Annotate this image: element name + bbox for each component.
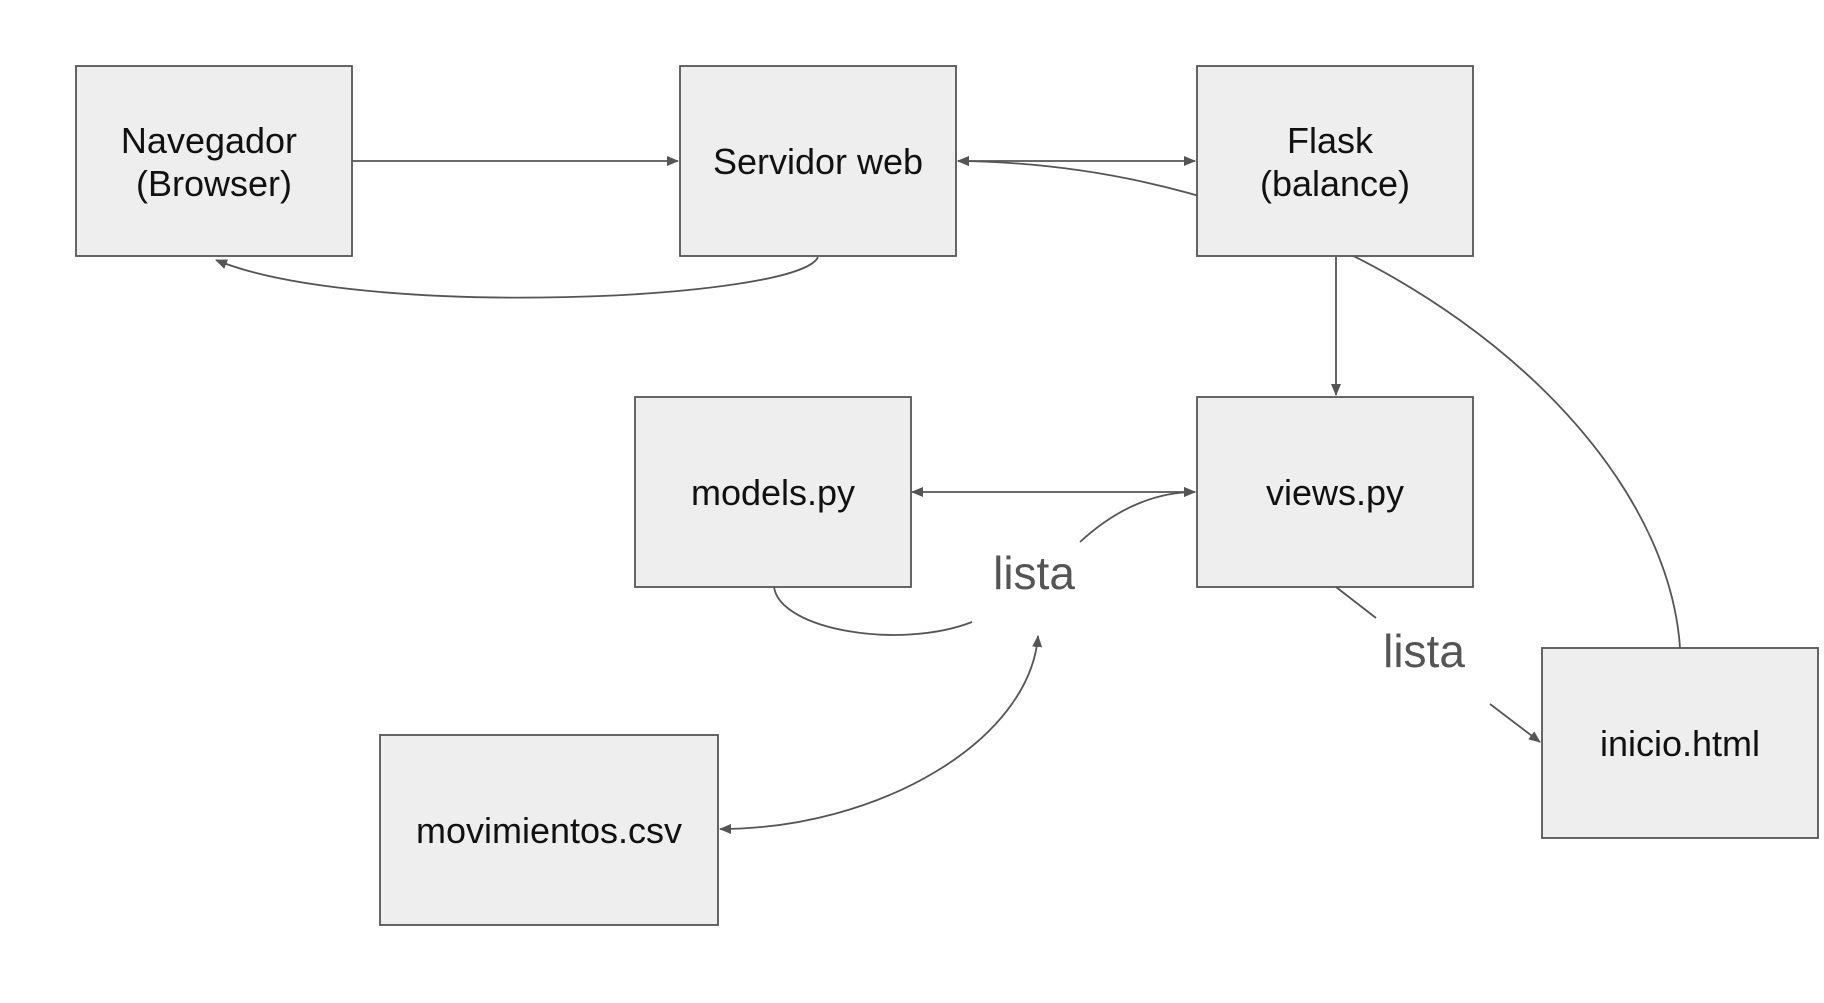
node-inicio-line-1: inicio.html: [1600, 723, 1760, 764]
edge-models-to-views-lista-part1: [773, 586, 973, 636]
edge-views-to-inicio-part2: [1489, 703, 1541, 743]
node-navegador-line-1: Navegador: [121, 120, 297, 161]
node-navegador: Navegador (Browser): [75, 65, 353, 257]
edge-label-lista-views-inicio: lista: [1383, 625, 1465, 677]
svg-text:Servidor web: Servidor web: [713, 141, 923, 182]
node-views-line-1: views.py: [1266, 472, 1404, 513]
node-inicio: inicio.html: [1541, 647, 1819, 839]
edge-views-to-inicio-part1: [1335, 586, 1377, 619]
node-views: views.py: [1196, 396, 1474, 588]
node-servidor-line-1: Servidor web: [713, 141, 923, 182]
svg-text:inicio.html: inicio.html: [1600, 723, 1760, 764]
svg-text:views.py: views.py: [1266, 472, 1404, 513]
node-flask-line-1: Flask: [1287, 120, 1374, 161]
node-servidor-web: Servidor web: [679, 65, 957, 257]
svg-text:Flask (balance): Flask (balance): [1260, 120, 1410, 204]
svg-text:movimientos.csv: movimientos.csv: [416, 810, 682, 851]
node-navegador-line-2: (Browser): [136, 163, 292, 204]
edge-movimientos-models: [719, 635, 1043, 834]
node-models-line-1: models.py: [691, 472, 855, 513]
edge-servidor-to-navegador: [215, 256, 819, 299]
node-movimientos: movimientos.csv: [379, 734, 719, 926]
svg-text:Navegador (Browser): Navegador (Browser): [121, 120, 307, 204]
node-movimientos-line-1: movimientos.csv: [416, 810, 682, 851]
node-models: models.py: [634, 396, 912, 588]
svg-text:models.py: models.py: [691, 472, 855, 513]
node-flask-line-2: (balance): [1260, 163, 1410, 204]
node-flask: Flask (balance): [1196, 65, 1474, 257]
edge-inicio-to-servidor: [957, 156, 1681, 649]
edge-label-lista-models-views: lista: [993, 547, 1075, 599]
edge-models-to-views-lista-part2: [1079, 487, 1196, 543]
